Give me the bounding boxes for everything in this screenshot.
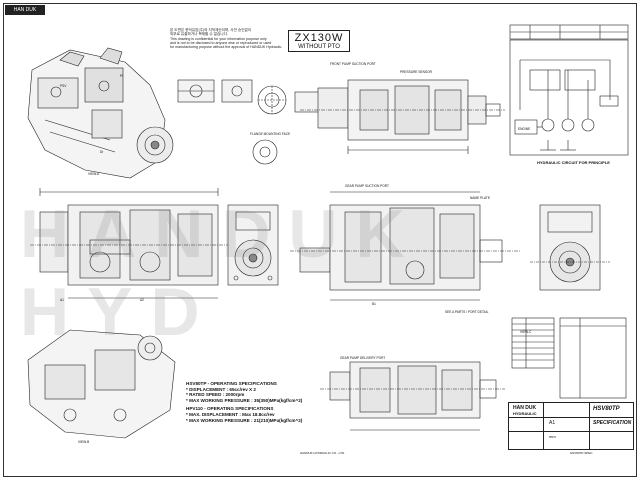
detail-views-top — [177, 79, 322, 165]
company-logo: HAN DUK — [5, 5, 45, 15]
label-view-c: VIEW-C — [520, 330, 532, 334]
watermark: HANDUK HYD — [20, 196, 423, 350]
label-dr: Dr — [100, 150, 104, 154]
company-name-2: HYDRAULIC — [513, 411, 537, 416]
label-a2: A2 — [140, 298, 144, 302]
label-note-a: SEE A PARTS / PORT DETAIL — [445, 310, 489, 314]
front-view-right — [530, 204, 610, 291]
label-engine: ENGINE — [518, 127, 531, 131]
confidentiality-notice: 본 도면은 한덕유압(주)의 지적재산이며, 사전 승인없이 외부로 유출하거나… — [170, 28, 283, 50]
iso-view-bottom — [27, 329, 176, 439]
label-pi: Pi — [120, 74, 123, 78]
bottom-view-center — [320, 361, 505, 431]
label-front-pump: FRONT PUMP SUCTION PORT — [330, 62, 376, 66]
hydraulic-circuit-diagram — [509, 39, 629, 156]
label-name-plate: NAME PLATE — [470, 196, 490, 200]
model-title-box: ZX130W WITHOUT PTO — [288, 30, 350, 52]
operating-specifications: HSV80TP - OPERATING SPECIFICATIONS * DIS… — [186, 381, 303, 423]
label-pressure-sensor: PRESSURE SENSOR — [400, 70, 432, 74]
parts-list — [559, 317, 627, 399]
label-flange: FLANGE MOUNTING FACE — [250, 132, 291, 136]
company-name-1: HAN DUK — [513, 405, 537, 411]
label-gear-delivery: GEAR PUMP DELIVERY PORT — [340, 356, 386, 360]
unit: mm — [549, 434, 556, 439]
front-view-left — [227, 204, 279, 286]
top-view-pump — [300, 79, 505, 154]
footer-left: HANDUK HYDRAULIC CO., LTD. — [300, 451, 345, 455]
side-view-left — [30, 188, 230, 299]
hydraulic-circuit-caption: HYDRAULIC CIRCUIT FOR PRINCIPLE — [537, 160, 610, 165]
label-psv: PSV — [60, 84, 67, 88]
document-type: SPECIFICATION — [593, 420, 632, 426]
label-a1: A1 — [60, 298, 64, 302]
label-b1: B1 — [372, 302, 376, 306]
label-view-a: VIEW-A — [88, 172, 100, 176]
part-number: HSV80TP — [593, 406, 620, 412]
label-view-b: VIEW-B — [78, 440, 90, 444]
footer-right: HSV80TP-SPEC — [570, 451, 593, 455]
model-title: ZX130W — [294, 32, 344, 44]
revision-table — [509, 24, 629, 40]
model-subtitle: WITHOUT PTO — [298, 44, 340, 50]
label-gear-suction: GEAR PUMP SUCTION PORT — [345, 184, 389, 188]
side-view-center — [290, 191, 520, 301]
sheet-size: A1 — [549, 420, 556, 426]
drawing-frame — [3, 3, 637, 477]
iso-view-top — [27, 47, 174, 179]
port-table — [511, 317, 555, 369]
title-block: HAN DUK HYDRAULIC HSV80TP SPECIFICATION … — [508, 402, 634, 450]
